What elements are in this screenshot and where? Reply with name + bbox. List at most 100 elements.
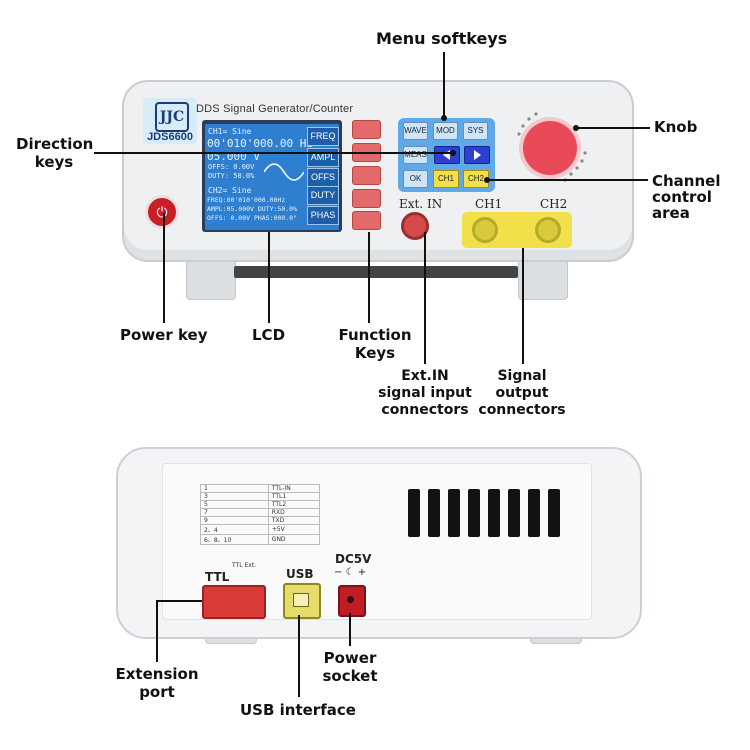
leader-dot-menu-softkeys bbox=[441, 115, 447, 121]
leader-extension-port-vertical bbox=[156, 600, 158, 662]
power-button[interactable]: ⏻ bbox=[145, 195, 179, 229]
ttl-extension-port[interactable] bbox=[202, 585, 266, 619]
leader-ext-in bbox=[424, 232, 426, 364]
leader-knob bbox=[576, 127, 650, 129]
callout-signal-output-line1: Signal bbox=[497, 368, 547, 384]
vent-slot bbox=[548, 489, 560, 537]
table-row: 2、4+5V bbox=[200, 524, 321, 535]
callout-direction-keys-line1: Direction bbox=[16, 135, 94, 153]
front-base-shadow bbox=[234, 266, 518, 278]
callout-lcd: LCD bbox=[252, 326, 286, 344]
lcd-tab-duty: DUTY bbox=[307, 186, 339, 205]
dc-polarity-label: − ☾ + bbox=[334, 567, 367, 578]
ch2-output-label: CH2 bbox=[540, 197, 568, 211]
usb-b-socket-icon bbox=[293, 593, 309, 607]
vent-slot bbox=[528, 489, 540, 537]
leader-dot-direction-keys bbox=[450, 150, 456, 156]
pin-function: GND bbox=[267, 534, 321, 545]
callout-direction-keys-line2: keys bbox=[34, 153, 74, 171]
usb-port[interactable] bbox=[283, 583, 321, 619]
lcd-tab-ampl: AMPL bbox=[307, 148, 339, 167]
callout-signal-output-line2: output bbox=[495, 385, 549, 401]
ch1-bnc-connector[interactable] bbox=[472, 217, 498, 243]
pin-number: 5 bbox=[200, 500, 269, 509]
lcd-tab-phas: PHAS bbox=[307, 206, 339, 225]
callout-power-socket-line2: socket bbox=[322, 667, 378, 685]
wave-key[interactable]: WAVE bbox=[403, 122, 428, 140]
callout-usb-interface: USB interface bbox=[240, 701, 356, 719]
leader-menu-softkeys bbox=[443, 52, 445, 118]
callout-ext-in-line1: Ext.IN bbox=[401, 368, 449, 384]
dc-label: DC5V bbox=[335, 552, 372, 566]
usb-label: USB bbox=[286, 567, 314, 581]
function-key-3[interactable] bbox=[352, 166, 381, 185]
leader-channel-control bbox=[487, 179, 648, 181]
power-icon: ⏻ bbox=[156, 204, 168, 220]
callout-function-keys-line2: Keys bbox=[354, 344, 396, 362]
brand-logo: JJC bbox=[155, 102, 189, 132]
callout-knob: Knob bbox=[654, 118, 698, 136]
lcd-ch2-freq: FREQ:00'010'000.00Hz bbox=[207, 196, 286, 204]
callout-channel-control-line3: area bbox=[652, 204, 690, 222]
leader-lcd bbox=[268, 232, 270, 323]
right-arrow-key[interactable] bbox=[464, 146, 490, 164]
leader-power-socket bbox=[349, 613, 351, 646]
ch1-key[interactable]: CH1 bbox=[433, 170, 459, 188]
leader-signal-output bbox=[522, 248, 524, 364]
sine-wave-icon bbox=[264, 163, 304, 181]
ok-key[interactable]: OK bbox=[403, 170, 428, 188]
dc-power-socket[interactable] bbox=[338, 585, 366, 617]
mod-key[interactable]: MOD bbox=[433, 122, 458, 140]
lcd-ch1-duty: DUTY: 50.0% bbox=[208, 172, 255, 180]
callout-channel-control-line1: Channel bbox=[652, 172, 721, 190]
ttl-ext-label: TTL Ext. bbox=[232, 562, 257, 569]
lcd-ch2-ampl: AMPL:05.000V DUTY:50.0% bbox=[207, 205, 298, 213]
callout-signal-output-line3: connectors bbox=[478, 402, 566, 418]
lcd-ch1-freq: 00'010'000.00 Hz bbox=[207, 137, 313, 150]
ch2-bnc-connector[interactable] bbox=[535, 217, 561, 243]
callout-extension-port-line2: port bbox=[139, 683, 175, 701]
left-arrow-key[interactable] bbox=[434, 146, 460, 164]
pin-number: 6、8、10 bbox=[200, 534, 269, 545]
front-right-foot bbox=[518, 258, 568, 300]
leader-function-keys bbox=[368, 232, 370, 323]
lcd-ch2-header: CH2= Sine bbox=[208, 186, 252, 195]
callout-power-key: Power key bbox=[120, 326, 208, 344]
callout-ext-in-line3: connectors bbox=[381, 402, 469, 418]
vent-slot bbox=[408, 489, 420, 537]
pin-function: TTL2 bbox=[267, 500, 321, 509]
front-left-foot bbox=[186, 258, 236, 300]
rotary-knob[interactable] bbox=[523, 121, 577, 175]
pin-function: TTL-IN bbox=[267, 484, 321, 493]
lcd-tab-offs: OFFS bbox=[307, 168, 339, 187]
sys-key[interactable]: SYS bbox=[463, 122, 488, 140]
pin-number: 1 bbox=[200, 484, 269, 493]
leader-extension-port bbox=[156, 600, 202, 602]
function-key-5[interactable] bbox=[352, 211, 381, 230]
vent-slot bbox=[428, 489, 440, 537]
function-key-4[interactable] bbox=[352, 189, 381, 208]
model-name: JDS6600 bbox=[147, 131, 193, 143]
meas-key[interactable]: MEAS bbox=[403, 146, 428, 164]
callout-extension-port-line1: Extension bbox=[115, 665, 199, 683]
function-key-1[interactable] bbox=[352, 120, 381, 139]
pin-number: 2、4 bbox=[200, 524, 269, 535]
leader-dot-channel-control bbox=[484, 177, 490, 183]
pin-function: TXD bbox=[267, 516, 321, 525]
pin-number: 3 bbox=[200, 492, 269, 501]
callout-power-socket-line1: Power bbox=[323, 649, 377, 667]
lcd-ch2-offs: OFFS: 0.00V PHAS:000.0° bbox=[207, 214, 298, 222]
pin-function: RXD bbox=[267, 508, 321, 517]
callout-menu-softkeys: Menu softkeys bbox=[376, 29, 508, 48]
vent-slot bbox=[468, 489, 480, 537]
pin-number: 9 bbox=[200, 516, 269, 525]
vent-slot bbox=[488, 489, 500, 537]
pin-number: 7 bbox=[200, 508, 269, 517]
